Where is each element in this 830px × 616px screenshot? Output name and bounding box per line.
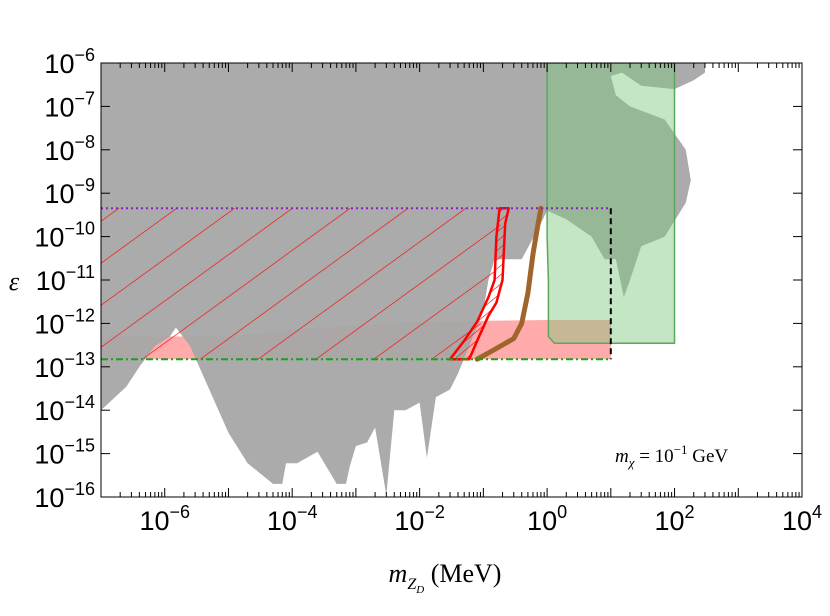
y-tick-label: 10−15 [34,436,95,470]
x-tick-label: 102 [655,502,695,536]
y-tick-label: 10−10 [34,219,95,253]
mass-annotation: mχ = 10−1 GeV [615,442,728,470]
x-tick-label: 100 [527,502,567,536]
y-tick-label: 10−9 [44,175,95,209]
x-tick-labels: 10−6 10−4 10−2 100 102 104 [139,502,822,536]
hatched-region [101,208,503,360]
y-tick-label: 10−12 [34,305,95,339]
y-axis-label: ε [9,267,20,296]
x-tick-label: 10−4 [267,502,318,536]
y-tick-label: 10−14 [34,392,95,426]
y-tick-label: 10−16 [34,479,95,513]
y-tick-label: 10−8 [44,132,95,166]
axis-ticks [100,62,802,498]
x-tick-label: 10−2 [394,502,445,536]
x-tick-label: 10−6 [139,502,190,536]
brown-curve [474,205,544,362]
x-tick-label: 104 [782,502,822,536]
y-tick-label: 10−7 [44,88,95,122]
y-tick-label: 10−11 [36,262,95,296]
y-tick-label: 10−6 [44,45,95,79]
x-axis-label: mZD (MeV) [389,559,502,596]
y-tick-labels: 10−6 10−7 10−8 10−9 10−10 10−11 10−12 10−13 10−1… [34,45,95,513]
y-tick-label: 10−13 [34,349,95,383]
green-excluded-region [546,63,676,344]
